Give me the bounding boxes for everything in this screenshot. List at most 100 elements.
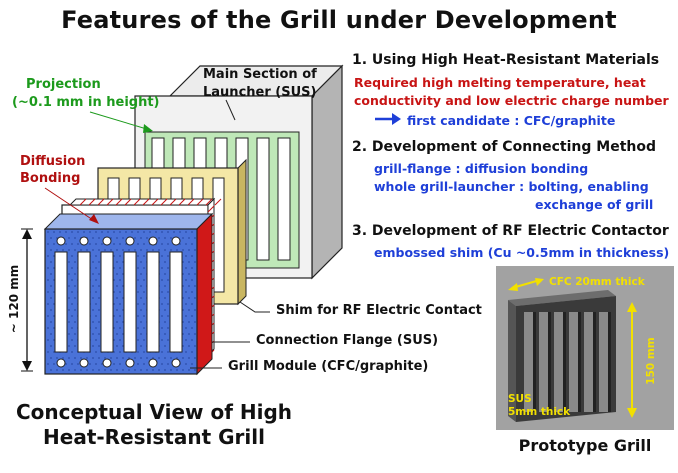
module-texture-dot (194, 369, 196, 371)
module-texture-dot (92, 369, 94, 371)
hatch-line (205, 198, 213, 206)
module-texture-dot (152, 249, 154, 251)
module-top-face (43, 213, 214, 230)
module-texture-dot (137, 351, 139, 353)
module-texture-dot (161, 291, 163, 293)
module-texture-dot (116, 237, 118, 239)
module-texture-dot (164, 357, 166, 359)
module-texture-dot (107, 231, 109, 233)
module-texture-dot (194, 357, 196, 359)
module-texture-dot (161, 351, 163, 353)
module-texture-dot (71, 279, 73, 281)
module-texture-dot (140, 309, 142, 311)
module-texture-dot (158, 369, 160, 371)
module-texture-dot (71, 303, 73, 305)
module-texture-dot (161, 279, 163, 281)
module-texture-dot (167, 363, 169, 365)
module-texture-dot (161, 231, 163, 233)
module-texture-dot (104, 249, 106, 251)
module-texture-dot (122, 249, 124, 251)
module-texture-dot (92, 357, 94, 359)
module-texture-dot (119, 255, 121, 257)
module-texture-dot (47, 315, 49, 317)
module-texture-dot (143, 243, 145, 245)
module-texture-dot (185, 279, 187, 281)
module-texture-dot (125, 231, 127, 233)
module-texture-dot (140, 237, 142, 239)
module-texture-dot (47, 267, 49, 269)
module-texture-dot (98, 273, 100, 275)
shim-edge (237, 158, 247, 306)
module-texture-dot (47, 363, 49, 365)
main-section-label-line-2: Launcher (SUS) (203, 85, 317, 100)
module-texture-dot (113, 327, 115, 329)
module-texture-dot (68, 285, 70, 287)
module-texture-dot (188, 369, 190, 371)
module-texture-dot (92, 309, 94, 311)
module-texture-dot (119, 351, 121, 353)
prototype-grill-photo (496, 266, 674, 430)
module-texture-dot (95, 351, 97, 353)
bolt-hole (148, 358, 158, 368)
hatch-line (97, 198, 105, 206)
module-texture-dot (74, 309, 76, 311)
module-texture-dot (53, 291, 55, 293)
module-texture-dot (92, 273, 94, 275)
height-label: ~ 120 mm (7, 264, 21, 334)
module-texture-dot (47, 339, 49, 341)
module-texture-dot (167, 291, 169, 293)
module-texture-dot (158, 357, 160, 359)
shim-slot (212, 177, 225, 293)
module-texture-dot (185, 351, 187, 353)
module-texture-dot (47, 351, 49, 353)
module-texture-dot (86, 357, 88, 359)
module-texture-dot (116, 273, 118, 275)
module-texture-dot (191, 315, 193, 317)
module-texture-dot (119, 279, 121, 281)
module-texture-dot (143, 339, 145, 341)
module-texture-dot (116, 321, 118, 323)
module-texture-dot (122, 309, 124, 311)
module-texture-dot (119, 315, 121, 317)
module-texture-dot (119, 363, 121, 365)
module-texture-dot (194, 309, 196, 311)
module-texture-dot (167, 327, 169, 329)
feature-2-line-3: exchange of grill (535, 197, 654, 212)
module-texture-dot (113, 339, 115, 341)
module-texture-dot (71, 231, 73, 233)
prototype-slot (554, 312, 563, 412)
module-texture-dot (119, 291, 121, 293)
module-texture-dot (92, 237, 94, 239)
module-texture-dot (185, 315, 187, 317)
prototype-left-edge (508, 300, 516, 422)
module-texture-dot (140, 273, 142, 275)
module-texture-dot (92, 285, 94, 287)
module-texture-dot (122, 321, 124, 323)
module-texture-dot (188, 333, 190, 335)
module-texture-dot (74, 345, 76, 347)
prototype-slot (569, 312, 578, 412)
module-texture-dot (77, 243, 79, 245)
module-slot (77, 251, 91, 353)
module-texture-dot (101, 243, 103, 245)
module-texture-dot (143, 315, 145, 317)
module-texture-dot (56, 369, 58, 371)
module-texture-dot (53, 363, 55, 365)
module-texture-dot (68, 273, 70, 275)
feature-3-heading: 3. Development of RF Electric Contactor (352, 223, 669, 239)
module-texture-dot (164, 249, 166, 251)
module-texture-dot (146, 357, 148, 359)
module-texture-dot (188, 249, 190, 251)
module-texture-dot (50, 237, 52, 239)
module-texture-dot (188, 321, 190, 323)
module-texture-dot (113, 255, 115, 257)
module-texture-dot (191, 327, 193, 329)
module-texture-dot (98, 261, 100, 263)
module-texture-dot (182, 297, 184, 299)
module-texture-dot (92, 321, 94, 323)
module-texture-dot (137, 291, 139, 293)
module-texture-dot (140, 369, 142, 371)
module-texture-dot (185, 243, 187, 245)
grill-module-waveguides (54, 236, 183, 368)
hatch-line (88, 198, 96, 206)
